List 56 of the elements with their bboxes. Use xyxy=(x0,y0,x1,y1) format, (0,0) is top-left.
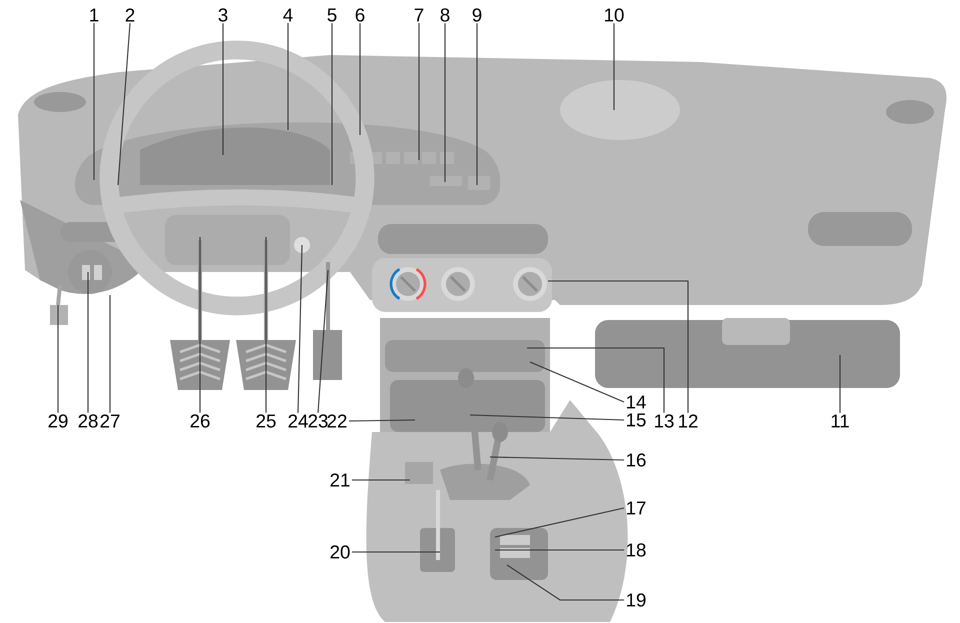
leader-line xyxy=(57,305,59,413)
leader-line xyxy=(331,23,333,185)
callout-number: 27 xyxy=(100,414,120,428)
leader-line xyxy=(297,244,303,413)
callout-number: 5 xyxy=(328,8,336,22)
leader-line xyxy=(352,551,440,553)
leader-line xyxy=(93,23,95,180)
leader-line xyxy=(222,23,224,155)
leader-line xyxy=(287,23,289,130)
leader-line xyxy=(199,237,201,413)
callout-number: 22 xyxy=(328,414,346,428)
callout-number: 12 xyxy=(679,414,698,428)
callout-number: 9 xyxy=(472,8,482,22)
callout-number: 10 xyxy=(605,8,624,22)
leader-line xyxy=(476,23,478,185)
callout-number: 16 xyxy=(627,453,646,467)
callout-number: 20 xyxy=(330,545,350,559)
leader-line xyxy=(839,355,841,413)
leader-line xyxy=(548,280,689,413)
leader-line xyxy=(317,270,329,413)
callout-number: 21 xyxy=(330,473,350,486)
leader-line xyxy=(495,549,624,551)
callout-number: 2 xyxy=(126,8,134,22)
leader-line xyxy=(87,272,89,413)
leader-line xyxy=(530,362,624,402)
callout-number: 28 xyxy=(78,414,98,428)
callout-number: 24 xyxy=(288,414,308,428)
callout-number: 3 xyxy=(218,8,228,22)
callout-number: 19 xyxy=(627,593,646,607)
leader-line xyxy=(352,479,410,481)
callout-number: 26 xyxy=(190,414,210,428)
callout-number: 15 xyxy=(627,413,646,426)
callout-number: 25 xyxy=(256,414,276,428)
leader-line xyxy=(527,347,665,413)
leader-line xyxy=(109,295,111,413)
leader-line xyxy=(444,23,446,182)
callout-number: 18 xyxy=(627,543,646,557)
leader-line xyxy=(494,507,624,538)
callout-number: 13 xyxy=(655,414,674,428)
callout-number: 17 xyxy=(627,502,646,514)
callout-number: 29 xyxy=(48,414,68,428)
leader-line xyxy=(470,414,624,421)
leader-line xyxy=(418,23,420,160)
callout-number: 14 xyxy=(627,396,646,408)
callout-number: 6 xyxy=(356,8,364,22)
callout-number: 4 xyxy=(283,8,293,22)
leader-line xyxy=(348,419,416,422)
callout-number: 8 xyxy=(440,8,450,22)
callout-number: 11 xyxy=(832,414,849,428)
leader-line xyxy=(613,23,615,110)
leader-line xyxy=(265,237,267,413)
callout-number: 7 xyxy=(414,8,424,22)
leader-line xyxy=(359,23,361,135)
callout-number: 23 xyxy=(308,414,328,428)
callout-number: 1 xyxy=(90,8,98,22)
leader-line xyxy=(117,23,131,186)
